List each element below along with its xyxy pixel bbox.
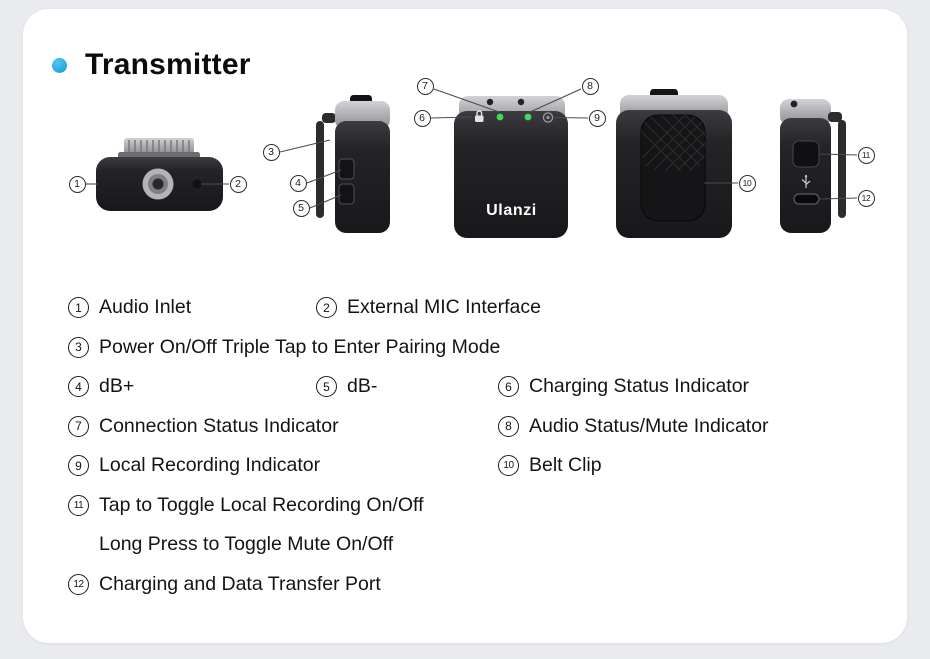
legend-text-8: Audio Status/Mute Indicator (529, 414, 769, 437)
legend-num-9: 9 (68, 455, 89, 477)
legend-text-12: Charging and Data Transfer Port (99, 572, 381, 595)
callout-3: 3 (262, 143, 280, 161)
callout-5: 5 (292, 199, 310, 217)
callout-2: 2 (229, 175, 247, 193)
legend-row-7: Long Press to Toggle Mute On/Off (68, 525, 769, 565)
legend-item-charging-indicator: 6 Charging Status Indicator (498, 375, 749, 398)
legend-item-recording-indicator: 9 Local Recording Indicator (68, 454, 498, 477)
legend-row-4: 7 Connection Status Indicator 8 Audio St… (68, 407, 769, 447)
legend-item-db-minus: 5 dB- (316, 375, 498, 398)
section-title-row: Transmitter (52, 48, 251, 82)
legend-text-3: Power On/Off Triple Tap to Enter Pairing… (99, 335, 501, 358)
legend-num-3: 3 (68, 336, 89, 358)
callout-10: 10 (738, 174, 756, 192)
legend-num-10: 10 (498, 455, 519, 477)
legend-text-5: dB- (347, 375, 378, 398)
brand-logo: Ulanzi (486, 202, 537, 219)
callout-4: 4 (289, 174, 307, 192)
callout-11: 11 (857, 146, 875, 164)
legend-num-12: 12 (68, 573, 89, 595)
legend-row-8: 12 Charging and Data Transfer Port (68, 565, 769, 605)
legend-item-charging-port: 12 Charging and Data Transfer Port (68, 573, 381, 596)
legend-num-4: 4 (68, 376, 89, 398)
legend-text-11: Tap to Toggle Local Recording On/Off (99, 493, 424, 516)
legend-row-6: 11 Tap to Toggle Local Recording On/Off (68, 486, 769, 526)
legend-item-power: 3 Power On/Off Triple Tap to Enter Pairi… (68, 336, 500, 359)
legend-item-connection-indicator: 7 Connection Status Indicator (68, 415, 498, 438)
legend-item-external-mic: 2 External MIC Interface (316, 296, 541, 319)
legend-row-2: 3 Power On/Off Triple Tap to Enter Pairi… (68, 328, 769, 368)
callout-6: 6 (413, 109, 431, 127)
legend-num-11: 11 (68, 494, 89, 516)
callout-12: 12 (857, 189, 875, 207)
legend-item-audio-inlet: 1 Audio Inlet (68, 296, 316, 319)
legend-num-8: 8 (498, 415, 519, 437)
blue-dot-icon (52, 57, 67, 73)
legend-text-9: Local Recording Indicator (99, 454, 321, 477)
legend-text-11b: Long Press to Toggle Mute On/Off (99, 533, 394, 556)
legend-num-5: 5 (316, 376, 337, 398)
legend-text-2: External MIC Interface (347, 296, 541, 319)
legend-row-1: 1 Audio Inlet 2 External MIC Interface (68, 288, 769, 328)
callout-9: 9 (588, 109, 606, 127)
callout-7: 7 (416, 77, 434, 95)
callout-8: 8 (581, 77, 599, 95)
legend-item-record-toggle-cont: Long Press to Toggle Mute On/Off (68, 533, 393, 556)
legend-text-6: Charging Status Indicator (529, 375, 750, 398)
legend: 1 Audio Inlet 2 External MIC Interface 3… (68, 288, 769, 604)
legend-text-1: Audio Inlet (99, 296, 192, 319)
legend-item-belt-clip: 10 Belt Clip (498, 454, 602, 477)
legend-text-7: Connection Status Indicator (99, 414, 339, 437)
legend-text-10: Belt Clip (529, 454, 602, 477)
legend-item-mute-indicator: 8 Audio Status/Mute Indicator (498, 415, 769, 438)
legend-item-record-toggle: 11 Tap to Toggle Local Recording On/Off (68, 494, 423, 517)
legend-num-1: 1 (68, 297, 89, 319)
legend-num-7: 7 (68, 415, 89, 437)
legend-row-3: 4 dB+ 5 dB- 6 Charging Status Indicator (68, 367, 769, 407)
callout-1: 1 (68, 175, 86, 193)
legend-item-db-plus: 4 dB+ (68, 375, 316, 398)
legend-num-2: 2 (316, 297, 337, 319)
page-title: Transmitter (85, 48, 251, 81)
legend-row-5: 9 Local Recording Indicator 10 Belt Clip (68, 446, 769, 486)
legend-text-4: dB+ (99, 375, 135, 398)
legend-num-6: 6 (498, 376, 519, 398)
